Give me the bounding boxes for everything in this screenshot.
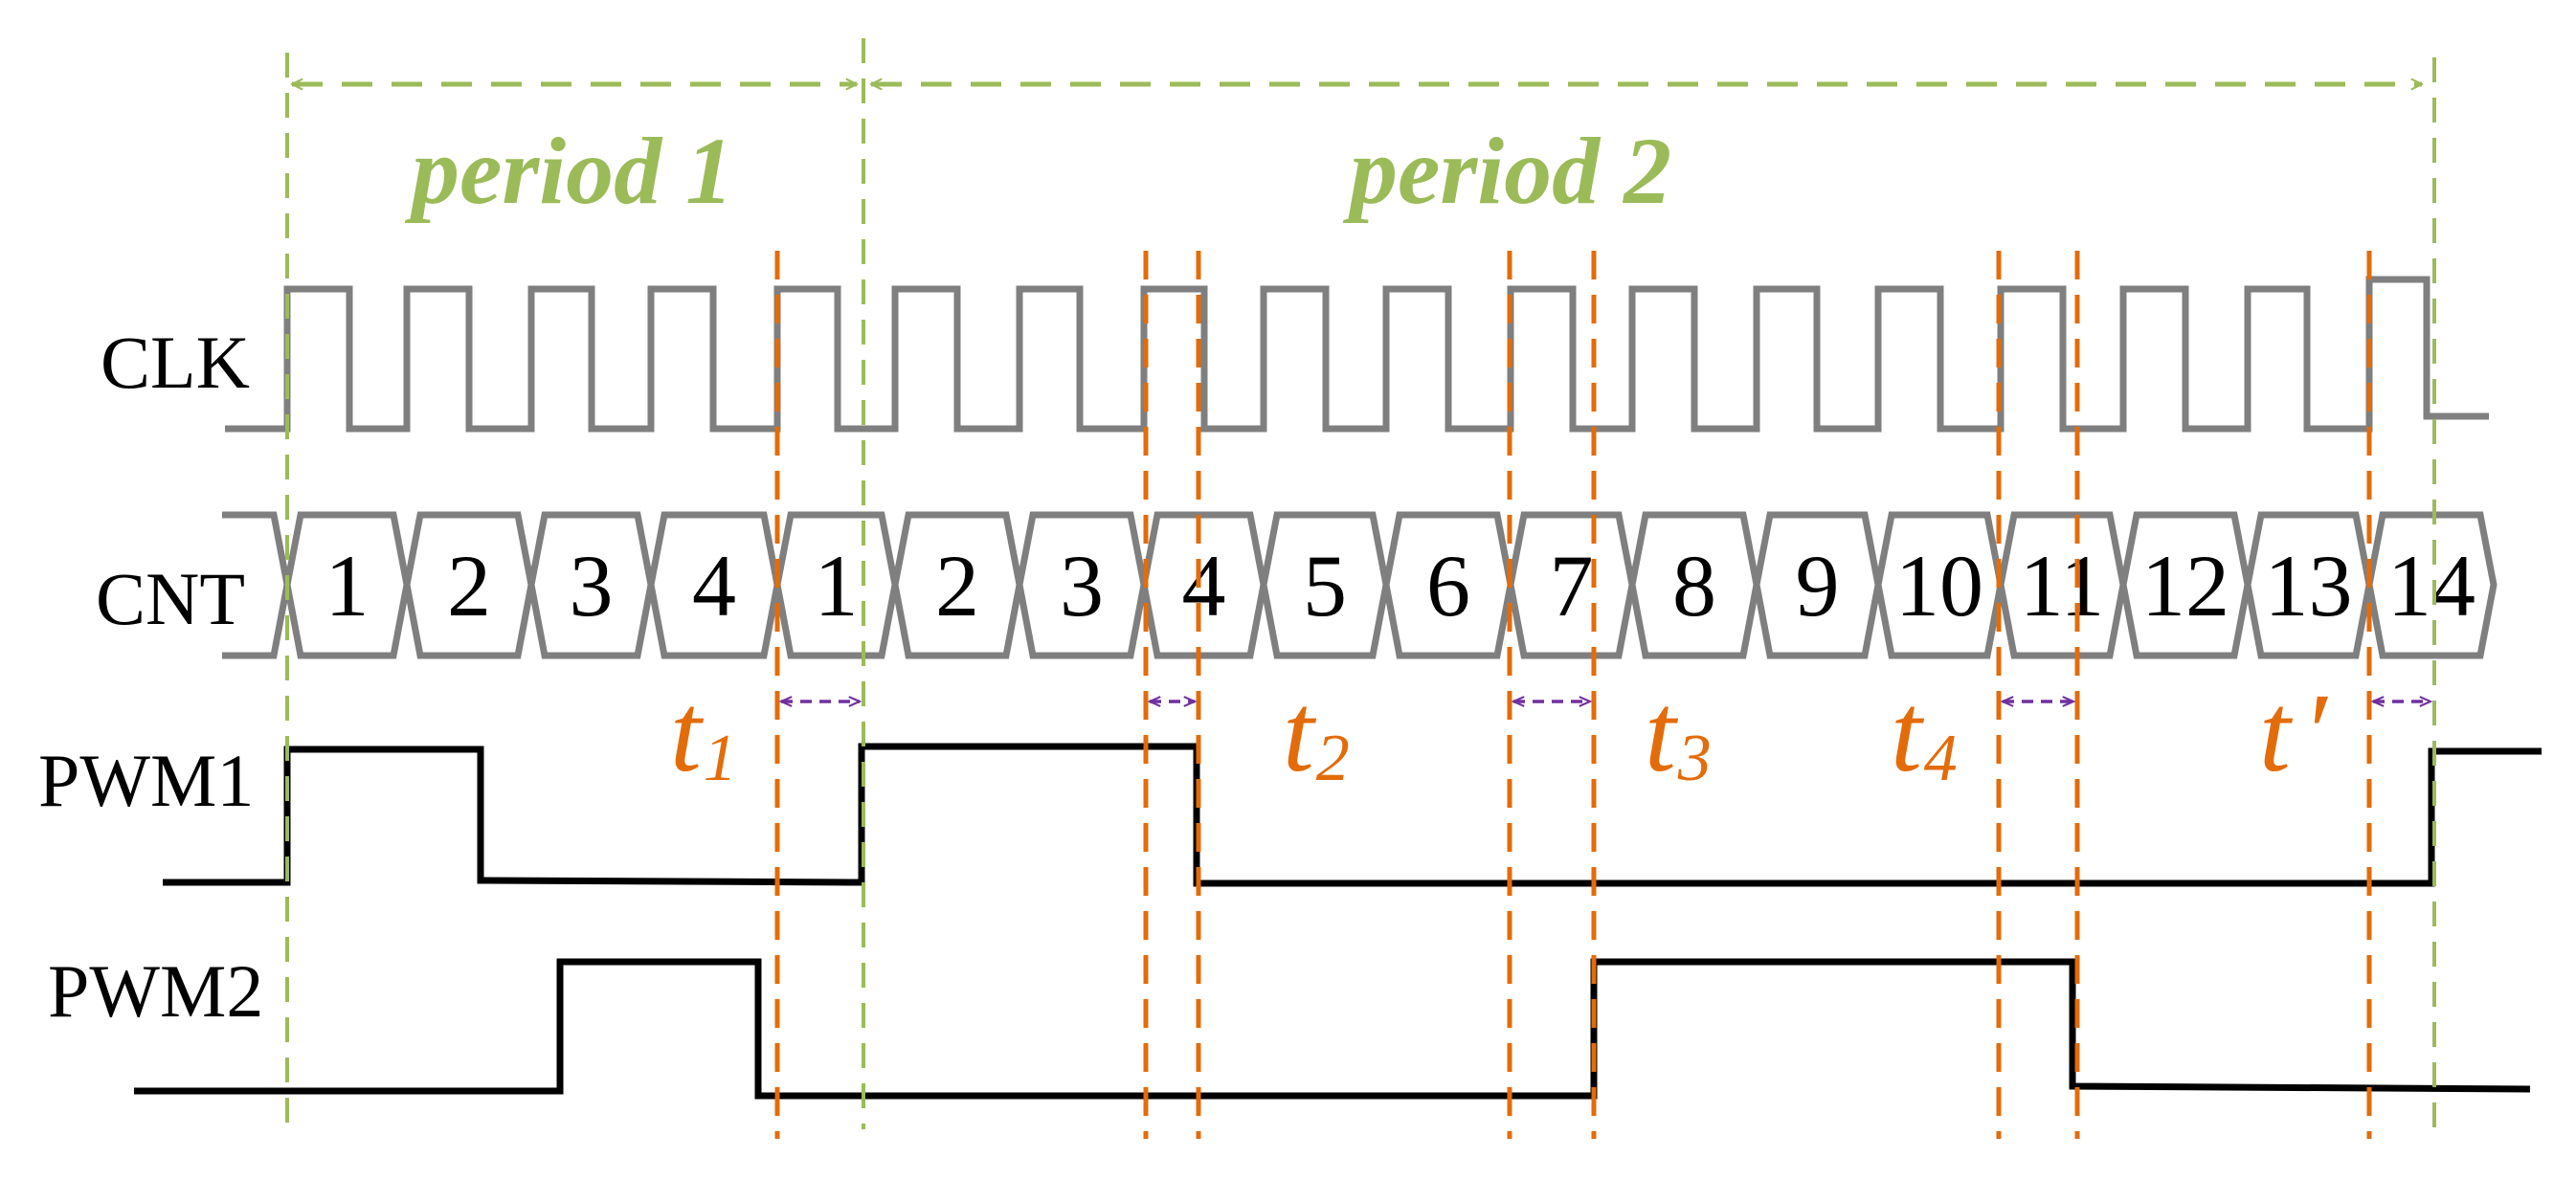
interval-label: t2 xyxy=(1283,670,1350,795)
cnt-value: 12 xyxy=(2141,537,2229,635)
cnt-value: 4 xyxy=(692,537,736,635)
interval-label: t′ xyxy=(2259,670,2329,795)
cnt-value: 2 xyxy=(935,537,979,635)
cnt-label: CNT xyxy=(96,557,245,640)
interval-label: t3 xyxy=(1645,670,1712,795)
cnt-value: 14 xyxy=(2387,537,2475,635)
clk-label: CLK xyxy=(101,321,250,404)
interval-labels: t1 t2 t3 t4 t′ xyxy=(670,670,2329,795)
pwm1-waveform xyxy=(163,743,2542,887)
cnt-value: 10 xyxy=(1895,537,1983,635)
cnt-value: 1 xyxy=(325,537,370,635)
interval-label: t4 xyxy=(1891,670,1958,795)
cnt-value: 2 xyxy=(447,537,491,635)
cnt-value: 9 xyxy=(1796,537,1840,635)
period-2-label: period 2 xyxy=(1342,118,1671,224)
cnt-value: 5 xyxy=(1303,537,1347,635)
cnt-value: 3 xyxy=(570,537,614,635)
cnt-value: 6 xyxy=(1426,537,1470,635)
cnt-value: 13 xyxy=(2265,537,2353,635)
period-1-label: period 1 xyxy=(404,118,733,224)
pwm2-label: PWM2 xyxy=(48,949,263,1033)
clk-waveform xyxy=(225,276,2489,433)
cnt-value: 1 xyxy=(815,537,859,635)
cnt-value: 3 xyxy=(1060,537,1104,635)
cnt-value: 4 xyxy=(1182,537,1226,635)
pwm1-label: PWM1 xyxy=(38,739,254,822)
vertical-guides xyxy=(285,38,2436,1139)
cnt-cell xyxy=(2365,511,2498,659)
cnt-value: 11 xyxy=(2020,537,2105,635)
cnt-value: 8 xyxy=(1672,537,1716,635)
interval-label: t1 xyxy=(670,670,737,795)
cnt-value: 7 xyxy=(1550,537,1594,635)
pwm2-waveform xyxy=(134,958,2531,1100)
